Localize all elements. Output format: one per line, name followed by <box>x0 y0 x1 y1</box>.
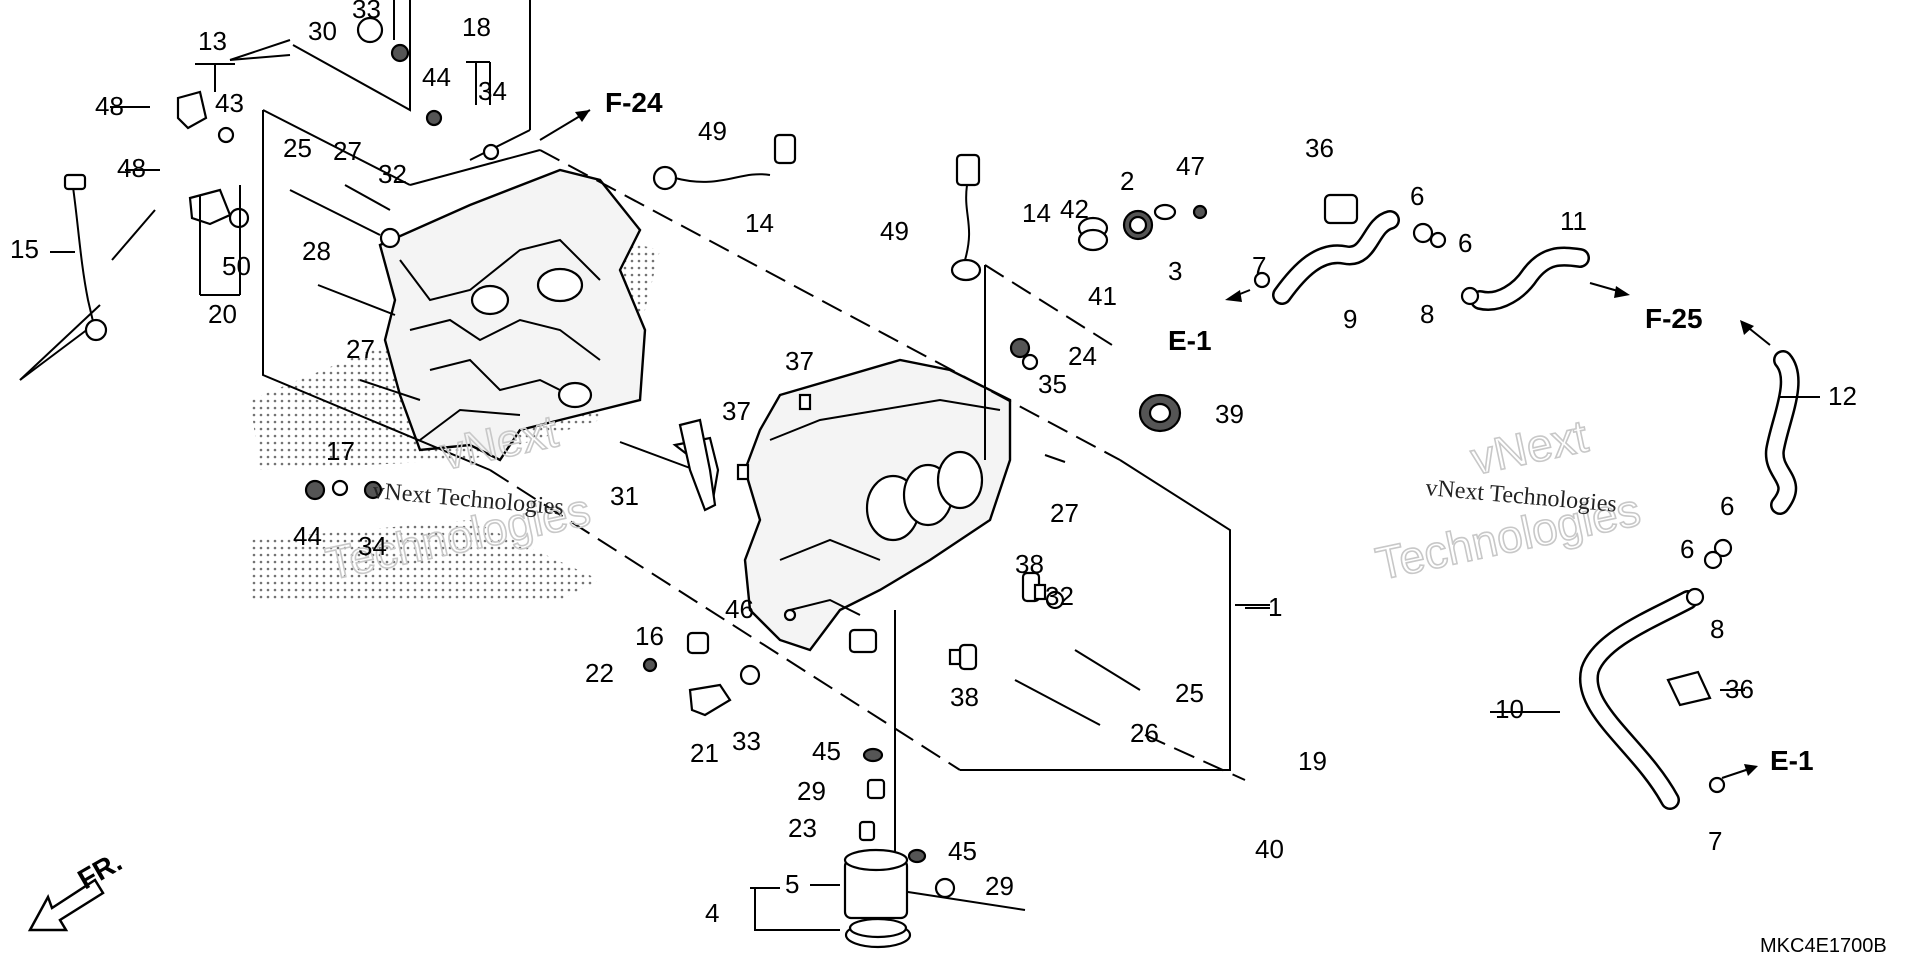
upper-crankcase <box>378 168 647 462</box>
callout-32a: 32 <box>378 159 407 189</box>
front-label: FR. <box>73 846 128 895</box>
reference-arrows <box>539 109 1771 779</box>
callout-5: 5 <box>785 869 799 899</box>
callout-7a: 7 <box>1252 251 1266 281</box>
callout-34b: 34 <box>358 531 387 561</box>
callout-39: 39 <box>1215 399 1244 429</box>
callout-18: 18 <box>462 12 491 42</box>
callout-40: 40 <box>1255 834 1284 864</box>
callout-44b: 44 <box>293 521 322 551</box>
callout-14a: 14 <box>745 208 774 238</box>
callout-21: 21 <box>690 738 719 768</box>
callout-13: 13 <box>198 26 227 56</box>
callout-29b: 29 <box>985 871 1014 901</box>
lower-crankcase <box>743 358 1012 654</box>
callout-38b: 38 <box>950 682 979 712</box>
callout-37b: 37 <box>722 396 751 426</box>
callout-31: 31 <box>610 481 639 511</box>
callout-27b: 27 <box>346 334 375 364</box>
callout-12: 12 <box>1828 381 1857 411</box>
callout-43: 43 <box>215 88 244 118</box>
callout-19: 19 <box>1298 746 1327 776</box>
callout-11: 11 <box>1560 206 1587 236</box>
callout-14b: 14 <box>1022 198 1051 228</box>
callout-34a: 34 <box>478 76 507 106</box>
callout-33a: 33 <box>352 0 381 24</box>
callout-10: 10 <box>1495 694 1524 724</box>
section-references: F-24 F-25 E-1 E-1 <box>605 87 1814 776</box>
callout-9: 9 <box>1343 304 1357 334</box>
front-direction-indicator: FR. <box>27 846 128 932</box>
diagram-code: MKC4E1700B <box>1760 935 1887 957</box>
callout-6d: 6 <box>1680 534 1694 564</box>
callout-28: 28 <box>302 236 331 266</box>
leader-lines <box>50 0 1820 931</box>
callout-42: 42 <box>1060 194 1089 224</box>
callout-26: 26 <box>1130 718 1159 748</box>
callout-41: 41 <box>1088 281 1117 311</box>
callout-50: 50 <box>222 251 251 281</box>
callout-8b: 8 <box>1710 614 1724 644</box>
callout-1: 1 <box>1268 592 1282 622</box>
reference-e1-bottom: E-1 <box>1770 745 1814 776</box>
svg-text:vNext: vNext <box>1466 409 1592 484</box>
callout-25b: 25 <box>1175 678 1204 708</box>
callout-2: 2 <box>1120 166 1134 196</box>
callout-37a: 37 <box>785 346 814 376</box>
callout-44a: 44 <box>422 62 451 92</box>
callout-48a: 48 <box>95 91 124 121</box>
callout-6c: 6 <box>1720 491 1734 521</box>
callout-45a: 45 <box>812 736 841 766</box>
callout-49a: 49 <box>698 116 727 146</box>
callout-30: 30 <box>308 16 337 46</box>
assembly-frames <box>19 0 1270 911</box>
callout-8a: 8 <box>1420 299 1434 329</box>
coolant-hoses <box>1253 210 1800 810</box>
reference-f25: F-25 <box>1645 303 1703 334</box>
small-parts <box>63 16 1359 949</box>
callout-35: 35 <box>1038 369 1067 399</box>
reference-f24: F-24 <box>605 87 663 118</box>
part-callouts: 1 2 3 4 5 6 6 6 6 7 7 8 8 9 10 11 12 13 … <box>10 0 1857 928</box>
callout-24: 24 <box>1068 341 1097 371</box>
callout-6b: 6 <box>1458 228 1472 258</box>
callout-23: 23 <box>788 813 817 843</box>
callout-17: 17 <box>326 436 355 466</box>
front-arrow-icon <box>27 878 105 932</box>
callout-20: 20 <box>208 299 237 329</box>
callout-27a: 27 <box>333 136 362 166</box>
callout-45b: 45 <box>948 836 977 866</box>
callout-47: 47 <box>1176 151 1205 181</box>
callout-16: 16 <box>635 621 664 651</box>
callout-22: 22 <box>585 658 614 688</box>
callout-15: 15 <box>10 234 39 264</box>
callout-3: 3 <box>1168 256 1182 286</box>
reference-e1-top: E-1 <box>1168 325 1212 356</box>
callout-36b: 36 <box>1725 674 1754 704</box>
callout-7b: 7 <box>1708 826 1722 856</box>
callout-32b: 32 <box>1045 581 1074 611</box>
callout-4: 4 <box>705 898 719 928</box>
callout-48b: 48 <box>117 153 146 183</box>
callout-29a: 29 <box>797 776 826 806</box>
callout-6a: 6 <box>1410 181 1424 211</box>
callout-38a: 38 <box>1015 549 1044 579</box>
callout-27c: 27 <box>1050 498 1079 528</box>
callout-49b: 49 <box>880 216 909 246</box>
callout-46: 46 <box>725 594 754 624</box>
callout-25a: 25 <box>283 133 312 163</box>
callout-36a: 36 <box>1305 133 1334 163</box>
callout-33b: 33 <box>732 726 761 756</box>
